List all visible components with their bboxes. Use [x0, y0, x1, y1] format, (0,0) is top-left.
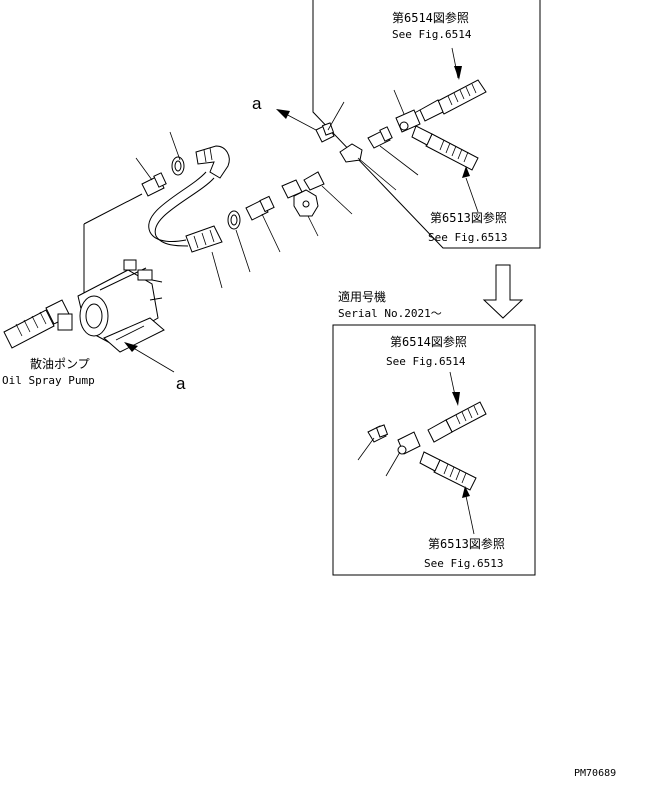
elbow-small-top	[339, 143, 363, 163]
tee-fitting-bottom	[397, 431, 421, 455]
hose-clamp-top	[171, 156, 185, 176]
nipple-top-frame	[367, 126, 393, 149]
down-arrow-serial	[482, 264, 524, 319]
drawing-number: PM70689	[574, 768, 616, 779]
hose-clamp-bottom	[227, 210, 241, 230]
leader-arrow-6513-top	[462, 166, 479, 213]
serial-label-en: Serial No.2021〜	[338, 307, 442, 320]
elbow-fitting-top	[315, 122, 335, 143]
block-fitting	[293, 189, 319, 217]
leader-lines-main	[135, 131, 353, 289]
ref-bottom-6513-en: See Fig.6513	[424, 557, 503, 570]
ref-bottom-6513-jp: 第6513図参照	[428, 536, 505, 551]
ref-fig-6514-jp: 第6514図参照	[392, 10, 469, 25]
connector-middle	[245, 195, 275, 221]
curved-tube	[148, 171, 215, 247]
marker-a-top: a	[252, 94, 262, 113]
hose-upper-bottom-frame	[427, 401, 487, 443]
leader-arrow-6514-bottom	[449, 371, 460, 406]
pump-label-jp: 散油ポンプ	[30, 356, 90, 371]
nipple-right	[303, 171, 325, 191]
oil-spray-pump	[57, 259, 165, 353]
marker-a-bottom: a	[176, 374, 186, 393]
detail-frame-bottom	[332, 324, 536, 576]
tee-fitting-top	[395, 109, 421, 133]
hose-lower-right	[411, 125, 479, 171]
ref-bottom-6514-jp: 第6514図参照	[390, 334, 467, 349]
elbow-hose	[195, 145, 230, 179]
ref-fig-6513-en: See Fig.6513	[428, 231, 507, 244]
ref-bottom-6514-en: See Fig.6514	[386, 355, 466, 368]
hose-lower-bottom-frame	[419, 451, 477, 491]
arrow-to-a-bottom	[124, 342, 175, 373]
nipple-bottom-frame	[367, 424, 389, 443]
hose-segment	[185, 225, 223, 253]
leader-arrow-6514-top	[451, 47, 462, 80]
ref-fig-6513-jp: 第6513図参照	[430, 210, 507, 225]
pump-label-en: Oil Spray Pump	[2, 374, 95, 387]
hose-upper-right	[404, 79, 487, 122]
leader-lines-bottom	[357, 437, 401, 477]
arrow-to-a-top	[276, 109, 317, 131]
leader-arrow-6513-bottom	[462, 486, 475, 535]
ref-fig-6514-en: See Fig.6514	[392, 28, 472, 41]
detail-frame-top	[312, 0, 541, 249]
serial-label-jp: 適用号機	[338, 289, 386, 304]
connector-pump-side	[141, 172, 167, 197]
leader-lines-top	[327, 89, 419, 191]
pump-supply-line	[83, 193, 143, 300]
